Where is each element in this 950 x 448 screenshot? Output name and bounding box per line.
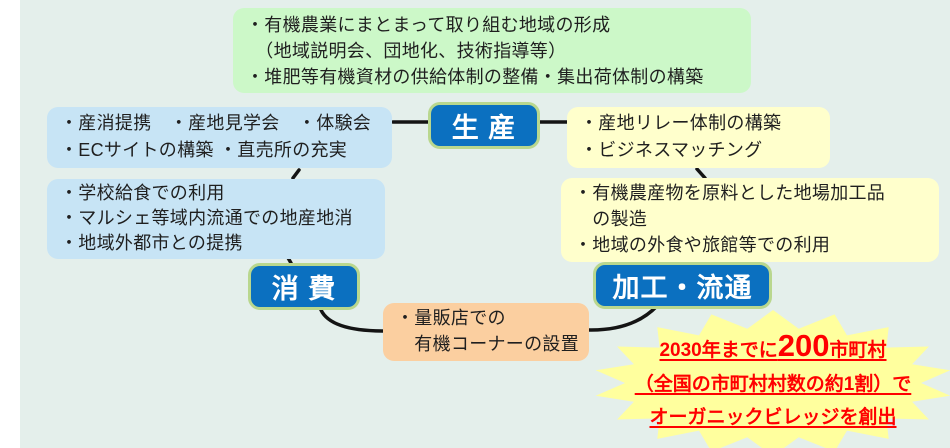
goal-starburst-text: 2030年までに200市町村 （全国の市町村村数の約1割）で オーガニックビレッ… [598, 329, 948, 434]
box-direct-sales-line: ・ECサイトの構築 ・直売所の充実 [60, 140, 348, 160]
box-local-processing-line: ・地域の外食や旅館等での利用 [574, 235, 831, 255]
box-relay-system-line: ・ビジネスマッチング [580, 140, 763, 160]
box-retail-corner: ・量販店での 有機コーナーの設置 [383, 303, 589, 361]
box-local-consumption: ・学校給食での利用 ・マルシェ等域内流通での地産地消 ・地域外都市との提携 [47, 179, 385, 259]
node-processing: 加工・流通 [593, 262, 772, 309]
box-local-processing-line: の製造 [574, 209, 648, 229]
node-production: 生 産 [428, 102, 540, 149]
goal-line3: オーガニックビレッジを創出 [649, 407, 897, 428]
box-local-consumption-line: ・学校給食での利用 [60, 183, 225, 203]
box-relay-system: ・産地リレー体制の構築 ・ビジネスマッチング [567, 107, 830, 168]
box-region-building-line: ・有機農業にまとまって取り組む地域の形成 [246, 15, 611, 35]
goal-line1-number: 200 [777, 328, 830, 363]
box-region-building: ・有機農業にまとまって取り組む地域の形成 （地域説明会、団地化、技術指導等） ・… [233, 8, 751, 93]
box-relay-system-line: ・産地リレー体制の構築 [580, 113, 782, 133]
box-retail-corner-line: 有機コーナーの設置 [396, 334, 579, 354]
goal-line2: （全国の市町村村数の約1割）で [634, 374, 912, 395]
box-local-consumption-line: ・地域外都市との提携 [60, 233, 243, 253]
box-retail-corner-line: ・量販店での [396, 308, 506, 328]
node-consumption: 消 費 [248, 263, 360, 310]
box-direct-sales-line: ・産消提携 ・産地見学会 ・体験会 [60, 113, 372, 133]
box-local-processing: ・有機農産物を原料とした地場加工品 の製造 ・地域の外食や旅館等での利用 [561, 178, 939, 262]
goal-line1-suffix: 市町村 [829, 340, 887, 361]
box-local-processing-line: ・有機農産物を原料とした地場加工品 [574, 183, 886, 203]
goal-line1: 2030年までに200市町村 [659, 329, 886, 368]
box-direct-sales: ・産消提携 ・産地見学会 ・体験会 ・ECサイトの構築 ・直売所の充実 [47, 107, 392, 168]
box-local-consumption-line: ・マルシェ等域内流通での地産地消 [60, 208, 353, 228]
goal-line1-prefix: 2030年までに [659, 340, 778, 361]
box-region-building-line: ・堆肥等有機資材の供給体制の整備・集出荷体制の構築 [246, 67, 704, 87]
box-region-building-line: （地域説明会、団地化、技術指導等） [246, 41, 567, 61]
